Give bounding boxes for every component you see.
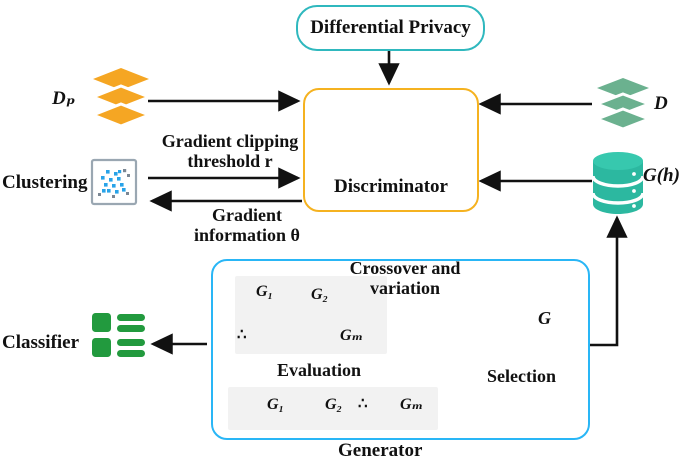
population-top-panel (235, 276, 387, 354)
g-cube-label: G (538, 308, 551, 328)
gradient-clipping-line1: Gradient clipping (161, 131, 299, 151)
population-top-ellipsis: ∴ (237, 327, 247, 343)
evaluation-label: Evaluation (277, 360, 362, 380)
generator-node[interactable] (211, 259, 590, 440)
teal-database-cylinder-icon (591, 152, 645, 214)
gradient-clipping-label: Gradient clipping threshold r (150, 131, 310, 171)
crossover-line2: variation (370, 278, 440, 299)
gradient-information-label: Gradient information θ (172, 205, 322, 245)
dp-dataset-label: Dₚ (52, 88, 76, 109)
population-top-gm-label: Gₘ (340, 327, 364, 344)
crossover-line1: Crossover and (349, 258, 461, 278)
d-dataset-label: D (654, 93, 668, 114)
selection-label: Selection (487, 366, 556, 386)
green-list-icon (92, 313, 145, 357)
clustering-label: Clustering (2, 172, 88, 193)
classifier-label: Classifier (2, 332, 80, 353)
crossover-variation-label: Crossover and variation (340, 258, 470, 298)
gradient-clipping-line2: threshold r (187, 151, 273, 172)
discriminator-node[interactable]: Discriminator (303, 88, 479, 212)
population-top-g2-label: G₂ (311, 286, 329, 303)
differential-privacy-label: Differential Privacy (310, 17, 471, 38)
orange-stacked-layers-icon (88, 68, 154, 128)
population-bottom-g2-label: G₂ (325, 396, 343, 413)
population-top-g1-label: G₁ (256, 283, 274, 300)
discriminator-label: Discriminator (334, 176, 448, 197)
gradient-information-line2: information θ (194, 225, 300, 246)
differential-privacy-node[interactable]: Differential Privacy (296, 5, 485, 51)
population-bottom-panel (228, 387, 438, 430)
population-bottom-ellipsis: ∴ (358, 396, 368, 412)
green-stacked-layers-icon (592, 78, 654, 131)
arrow-generator-to-gh (586, 215, 628, 347)
scatter-plot-icon (90, 158, 138, 206)
generator-caption: Generator (338, 440, 423, 461)
gradient-information-line1: Gradient (212, 205, 282, 225)
population-bottom-gm-label: Gₘ (400, 396, 424, 413)
gh-database-label: G(h) (643, 165, 680, 186)
population-bottom-g1-label: G₁ (267, 396, 285, 413)
